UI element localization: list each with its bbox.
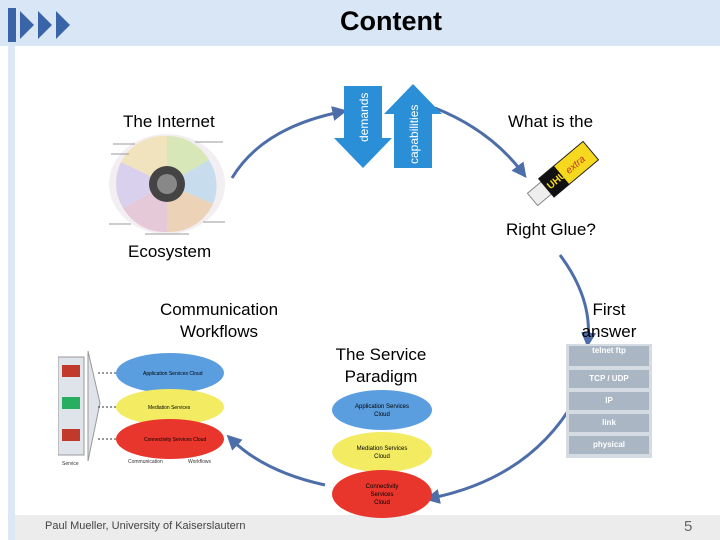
svg-text:Connectivity Services Cloud: Connectivity Services Cloud	[144, 437, 206, 443]
svg-text:Service: Service	[62, 461, 79, 467]
capabilities-label: capabilities	[407, 105, 421, 164]
cycle-arrow-top-right	[434, 106, 527, 178]
label-first: First	[592, 300, 626, 319]
footer-bar	[15, 515, 720, 540]
cycle-arrow-right	[558, 254, 597, 348]
demands-arrow-icon	[334, 86, 392, 168]
label-communication: Communication	[159, 300, 279, 319]
svg-text:Cloud: Cloud	[374, 500, 390, 506]
label-right-glue: Right Glue?	[506, 220, 596, 239]
cycle-arrow-bottom-left	[226, 434, 326, 487]
label-the-service: The Service	[335, 345, 427, 364]
service-paradigm-clouds: Application Services Cloud Mediation Ser…	[332, 390, 432, 518]
svg-text:Cloud: Cloud	[374, 454, 390, 460]
label-paradigm: Paradigm	[344, 367, 418, 386]
svg-text:Application Services Cloud: Application Services Cloud	[143, 371, 203, 377]
nav-arrows-icon[interactable]	[8, 8, 80, 42]
svg-text:Application Services: Application Services	[355, 404, 409, 410]
svg-text:Connectivity: Connectivity	[366, 484, 399, 490]
svg-text:Workflows: Workflows	[188, 459, 211, 465]
communication-workflows-graphic: Application Services Cloud Mediation Ser…	[58, 350, 224, 467]
glue-tube-image: UHU extra	[526, 140, 600, 207]
protocol-layer: telnet ftp	[569, 346, 649, 366]
footer-author: Paul Mueller, University of Kaiserslaute…	[45, 520, 246, 532]
slide-title: Content	[340, 6, 442, 36]
svg-text:Services: Services	[370, 492, 393, 498]
cycle-arrow-bottom-right	[424, 399, 577, 504]
svg-text:Mediation Services: Mediation Services	[357, 446, 408, 452]
internet-ecosystem-wheel	[109, 134, 225, 235]
protocol-layer: TCP / UDP	[569, 370, 649, 388]
protocol-layer: physical	[569, 436, 649, 454]
svg-text:Cloud: Cloud	[374, 412, 390, 418]
demands-label: demands	[357, 93, 371, 142]
protocol-layer: link	[569, 414, 649, 432]
protocol-stack: telnet ftp TCP / UDP IP link physical	[566, 344, 652, 458]
header-bar	[0, 0, 720, 46]
left-rule	[8, 46, 15, 540]
label-ecosystem: Ecosystem	[128, 242, 212, 261]
capabilities-arrow-icon	[384, 84, 442, 168]
svg-text:Communication: Communication	[128, 459, 163, 465]
svg-text:Mediation Services: Mediation Services	[148, 405, 191, 411]
label-what-is-the: What is the	[508, 112, 594, 131]
page-number: 5	[684, 518, 693, 535]
label-workflows: Workflows	[179, 322, 259, 341]
label-answer: answer	[581, 322, 637, 341]
protocol-layer: IP	[569, 392, 649, 410]
label-the-internet: The Internet	[123, 112, 215, 131]
cycle-arrow-top-left	[230, 106, 348, 179]
